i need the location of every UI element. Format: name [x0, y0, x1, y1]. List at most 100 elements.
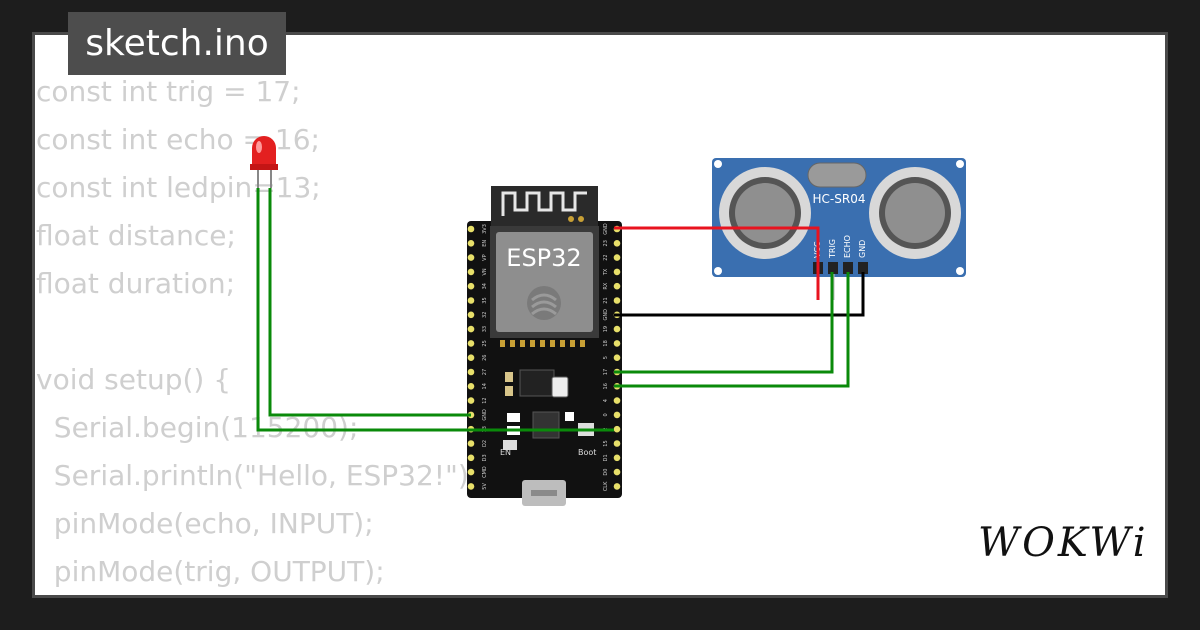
- espressif-logo-waves: [531, 293, 557, 316]
- antenna-trace: [501, 191, 587, 216]
- header-pin[interactable]: [467, 282, 475, 290]
- smd-component: [507, 413, 520, 422]
- esp32-label: ESP32: [506, 244, 581, 272]
- red-led[interactable]: [250, 136, 278, 188]
- code-preview: const int trig = 17; const int echo = 16;…: [36, 68, 478, 596]
- pin-label: 15: [603, 440, 609, 446]
- mounting-hole: [714, 160, 722, 168]
- header-pin[interactable]: [467, 297, 475, 304]
- mounting-hole: [956, 160, 964, 168]
- pin-label: 5V: [482, 483, 488, 490]
- reset-chip: [551, 376, 569, 398]
- header-pin[interactable]: [613, 354, 621, 362]
- header-pin[interactable]: [467, 225, 475, 233]
- sensor-pin-label: GND: [858, 240, 867, 258]
- code-line: pinMode(echo, INPUT);: [36, 507, 374, 540]
- header-pin[interactable]: [613, 483, 621, 490]
- header-pin[interactable]: [467, 340, 475, 347]
- wire-led-anode: [256, 188, 614, 432]
- header-pin[interactable]: [467, 468, 475, 476]
- header-pin[interactable]: [613, 325, 621, 333]
- crystal-oscillator: [807, 162, 867, 188]
- wires: [256, 188, 865, 432]
- led-lens: [252, 136, 276, 168]
- pin-label: 32: [482, 312, 488, 318]
- pin-label: GND: [603, 309, 609, 321]
- en-button-icon[interactable]: [503, 440, 517, 450]
- pin-label: 17: [603, 369, 609, 375]
- code-line: Serial.println("Hello, ESP32!");: [36, 459, 479, 492]
- code-line: const int echo = 16;: [36, 123, 320, 156]
- sensor-pin-label: ECHO: [843, 235, 852, 258]
- esp32-board[interactable]: ESP32 EN Boot 3V3ENVPVN34353233252627141…: [467, 186, 622, 506]
- code-line: pinMode(trig, OUTPUT);: [36, 555, 385, 588]
- pin-label: 4: [603, 399, 609, 402]
- antenna-pad: [578, 216, 584, 222]
- header-pin[interactable]: [613, 425, 621, 433]
- header-pin[interactable]: [613, 268, 621, 276]
- header-pin[interactable]: [467, 254, 475, 261]
- header-pin[interactable]: [467, 440, 475, 447]
- header-pin[interactable]: [467, 325, 475, 333]
- pin-label: CLK: [603, 481, 609, 491]
- pin-label: 3V3: [482, 224, 488, 234]
- header-pin[interactable]: [467, 240, 475, 247]
- header-pin[interactable]: [467, 354, 475, 362]
- pin-label: EN: [482, 240, 488, 247]
- header-pin[interactable]: [613, 340, 621, 347]
- module-pads: [500, 340, 585, 347]
- header-pin[interactable]: [613, 454, 621, 462]
- header-pin[interactable]: [613, 240, 621, 247]
- header-pin[interactable]: [467, 454, 475, 462]
- header-pin[interactable]: [613, 254, 621, 261]
- header-pin[interactable]: [467, 368, 475, 376]
- header-pin[interactable]: [467, 383, 475, 390]
- smd-led: [505, 372, 513, 382]
- pin-label: 35: [482, 297, 488, 303]
- pin-label: 27: [482, 369, 488, 375]
- header-pin[interactable]: [613, 411, 621, 419]
- pin-label: 5: [603, 356, 609, 359]
- header-pin[interactable]: [467, 397, 475, 404]
- sensor-pin-socket: [843, 262, 853, 274]
- code-line: const int trig = 17;: [36, 75, 301, 108]
- wire-trig: [614, 272, 834, 374]
- wire-led-gnd: [268, 188, 471, 417]
- header-pin[interactable]: [467, 268, 475, 276]
- pin-label: 26: [482, 355, 488, 361]
- header-pin[interactable]: [467, 483, 475, 490]
- pin-label: VN: [482, 268, 488, 275]
- pin-label: RX: [603, 282, 609, 289]
- header-pin[interactable]: [613, 440, 621, 447]
- header-pin[interactable]: [613, 468, 621, 476]
- pin-label: 22: [603, 254, 609, 260]
- mounting-hole: [714, 267, 722, 275]
- pin-label: CMD: [482, 466, 488, 478]
- sensor-pin-label: TRIG: [828, 239, 837, 259]
- pin-label: 16: [603, 383, 609, 389]
- transducer-right-grid: [885, 183, 945, 243]
- header-pin[interactable]: [467, 311, 475, 319]
- pin-label: 33: [482, 326, 488, 332]
- boot-button-label: Boot: [578, 448, 596, 457]
- regulator-chip: [519, 369, 555, 397]
- file-tab[interactable]: sketch.ino: [68, 12, 286, 75]
- pin-label: 12: [482, 397, 488, 403]
- en-button-label: EN: [500, 448, 511, 457]
- transducer-left-grid: [735, 183, 795, 243]
- pin-label: D0: [603, 469, 609, 476]
- esp32-shield: [496, 232, 593, 332]
- pin-label: D3: [482, 454, 488, 461]
- code-line: void setup() {: [36, 363, 232, 396]
- mounting-hole: [956, 267, 964, 275]
- wire-vcc: [614, 226, 820, 300]
- pin-label: 19: [603, 326, 609, 332]
- header-pin[interactable]: [613, 397, 621, 404]
- header-pin[interactable]: [613, 297, 621, 304]
- header-pin[interactable]: [613, 282, 621, 290]
- smd-led: [505, 386, 513, 396]
- esp32-left-header: 3V3ENVPVN343532332526271412GND13D2D3CMD5…: [467, 224, 488, 490]
